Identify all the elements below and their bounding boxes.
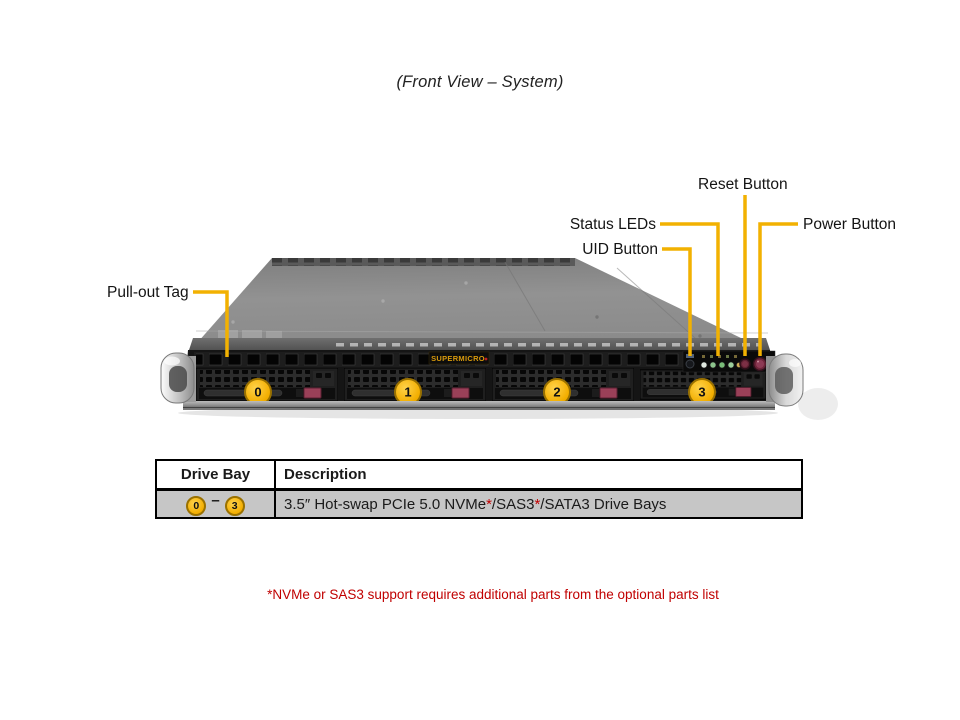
bay-range-badge-to: 3 <box>224 496 245 516</box>
table-header-row: Drive Bay Description <box>155 459 803 491</box>
bay-badge-0-number: 0 <box>254 385 261 400</box>
bay-range-badge-from: 0 <box>186 496 207 516</box>
rack-ear-left <box>160 352 196 404</box>
status-icon <box>726 355 729 358</box>
chassis-shadow-right <box>798 388 838 420</box>
callout-label-power-button: Power Button <box>803 216 897 233</box>
reset-button-cap <box>742 361 748 367</box>
description-text: /SATA3 Drive Bays <box>540 495 667 513</box>
power-button-highlight <box>757 360 759 363</box>
callout-label-pull-out-tag: Pull-out Tag <box>107 284 189 301</box>
status-leds-callout-line <box>660 222 720 356</box>
uid-button-callout-line <box>662 247 692 356</box>
drive-bay-table: Drive Bay Description 0–3 3.5″ Hot-swap … <box>155 459 803 519</box>
status-led <box>727 361 735 369</box>
page-title: (Front View – System) <box>396 73 564 91</box>
pullout-tag-callout-line <box>193 290 229 357</box>
footnote-text: *NVMe or SAS3 support requires additiona… <box>267 587 719 602</box>
bay-badge-2-number: 2 <box>553 385 560 400</box>
status-led <box>718 361 726 369</box>
nvme-footnote-asterisk: * <box>486 495 492 513</box>
chassis-top-cover <box>189 258 770 351</box>
table-header-description: Description <box>274 459 803 491</box>
callout-label-reset-button: Reset Button <box>698 176 788 193</box>
chassis-front-panel: SUPERMICRO <box>183 350 776 410</box>
callout-lines <box>193 195 798 357</box>
bay-badge-3-number: 3 <box>698 385 705 400</box>
description-text: /SAS3 <box>491 495 535 513</box>
status-icon <box>734 355 737 358</box>
supermicro-logo-text: SUPERMICRO <box>431 354 485 363</box>
status-icon <box>702 355 705 358</box>
status-led <box>709 361 717 369</box>
front-bottom-rail <box>183 401 775 408</box>
sas3-footnote-asterisk: * <box>534 495 541 513</box>
drive-bay-row <box>196 368 766 401</box>
bay-range-dash: – <box>211 492 220 509</box>
callout-label-status-leds: Status LEDs <box>569 216 656 233</box>
uid-button <box>685 359 695 369</box>
bay-badge-1-number: 1 <box>404 385 411 400</box>
supermicro-logo: SUPERMICRO <box>428 351 490 365</box>
table-cell-bay-range: 0–3 <box>155 488 276 519</box>
status-icon <box>718 355 721 358</box>
status-led <box>700 361 708 369</box>
table-header-drive-bay: Drive Bay <box>155 459 276 491</box>
power-button-callout-line <box>758 222 798 356</box>
table-cell-description: 3.5″ Hot-swap PCIe 5.0 NVMe*/SAS3*/SATA3… <box>274 488 803 519</box>
description-text: 3.5″ Hot-swap PCIe 5.0 NVMe <box>284 495 487 513</box>
status-icon <box>710 355 713 358</box>
callout-label-uid-button: UID Button <box>582 241 658 258</box>
table-row: 0–3 3.5″ Hot-swap PCIe 5.0 NVMe*/SAS3*/S… <box>155 488 803 519</box>
rack-ear-right <box>766 353 804 407</box>
